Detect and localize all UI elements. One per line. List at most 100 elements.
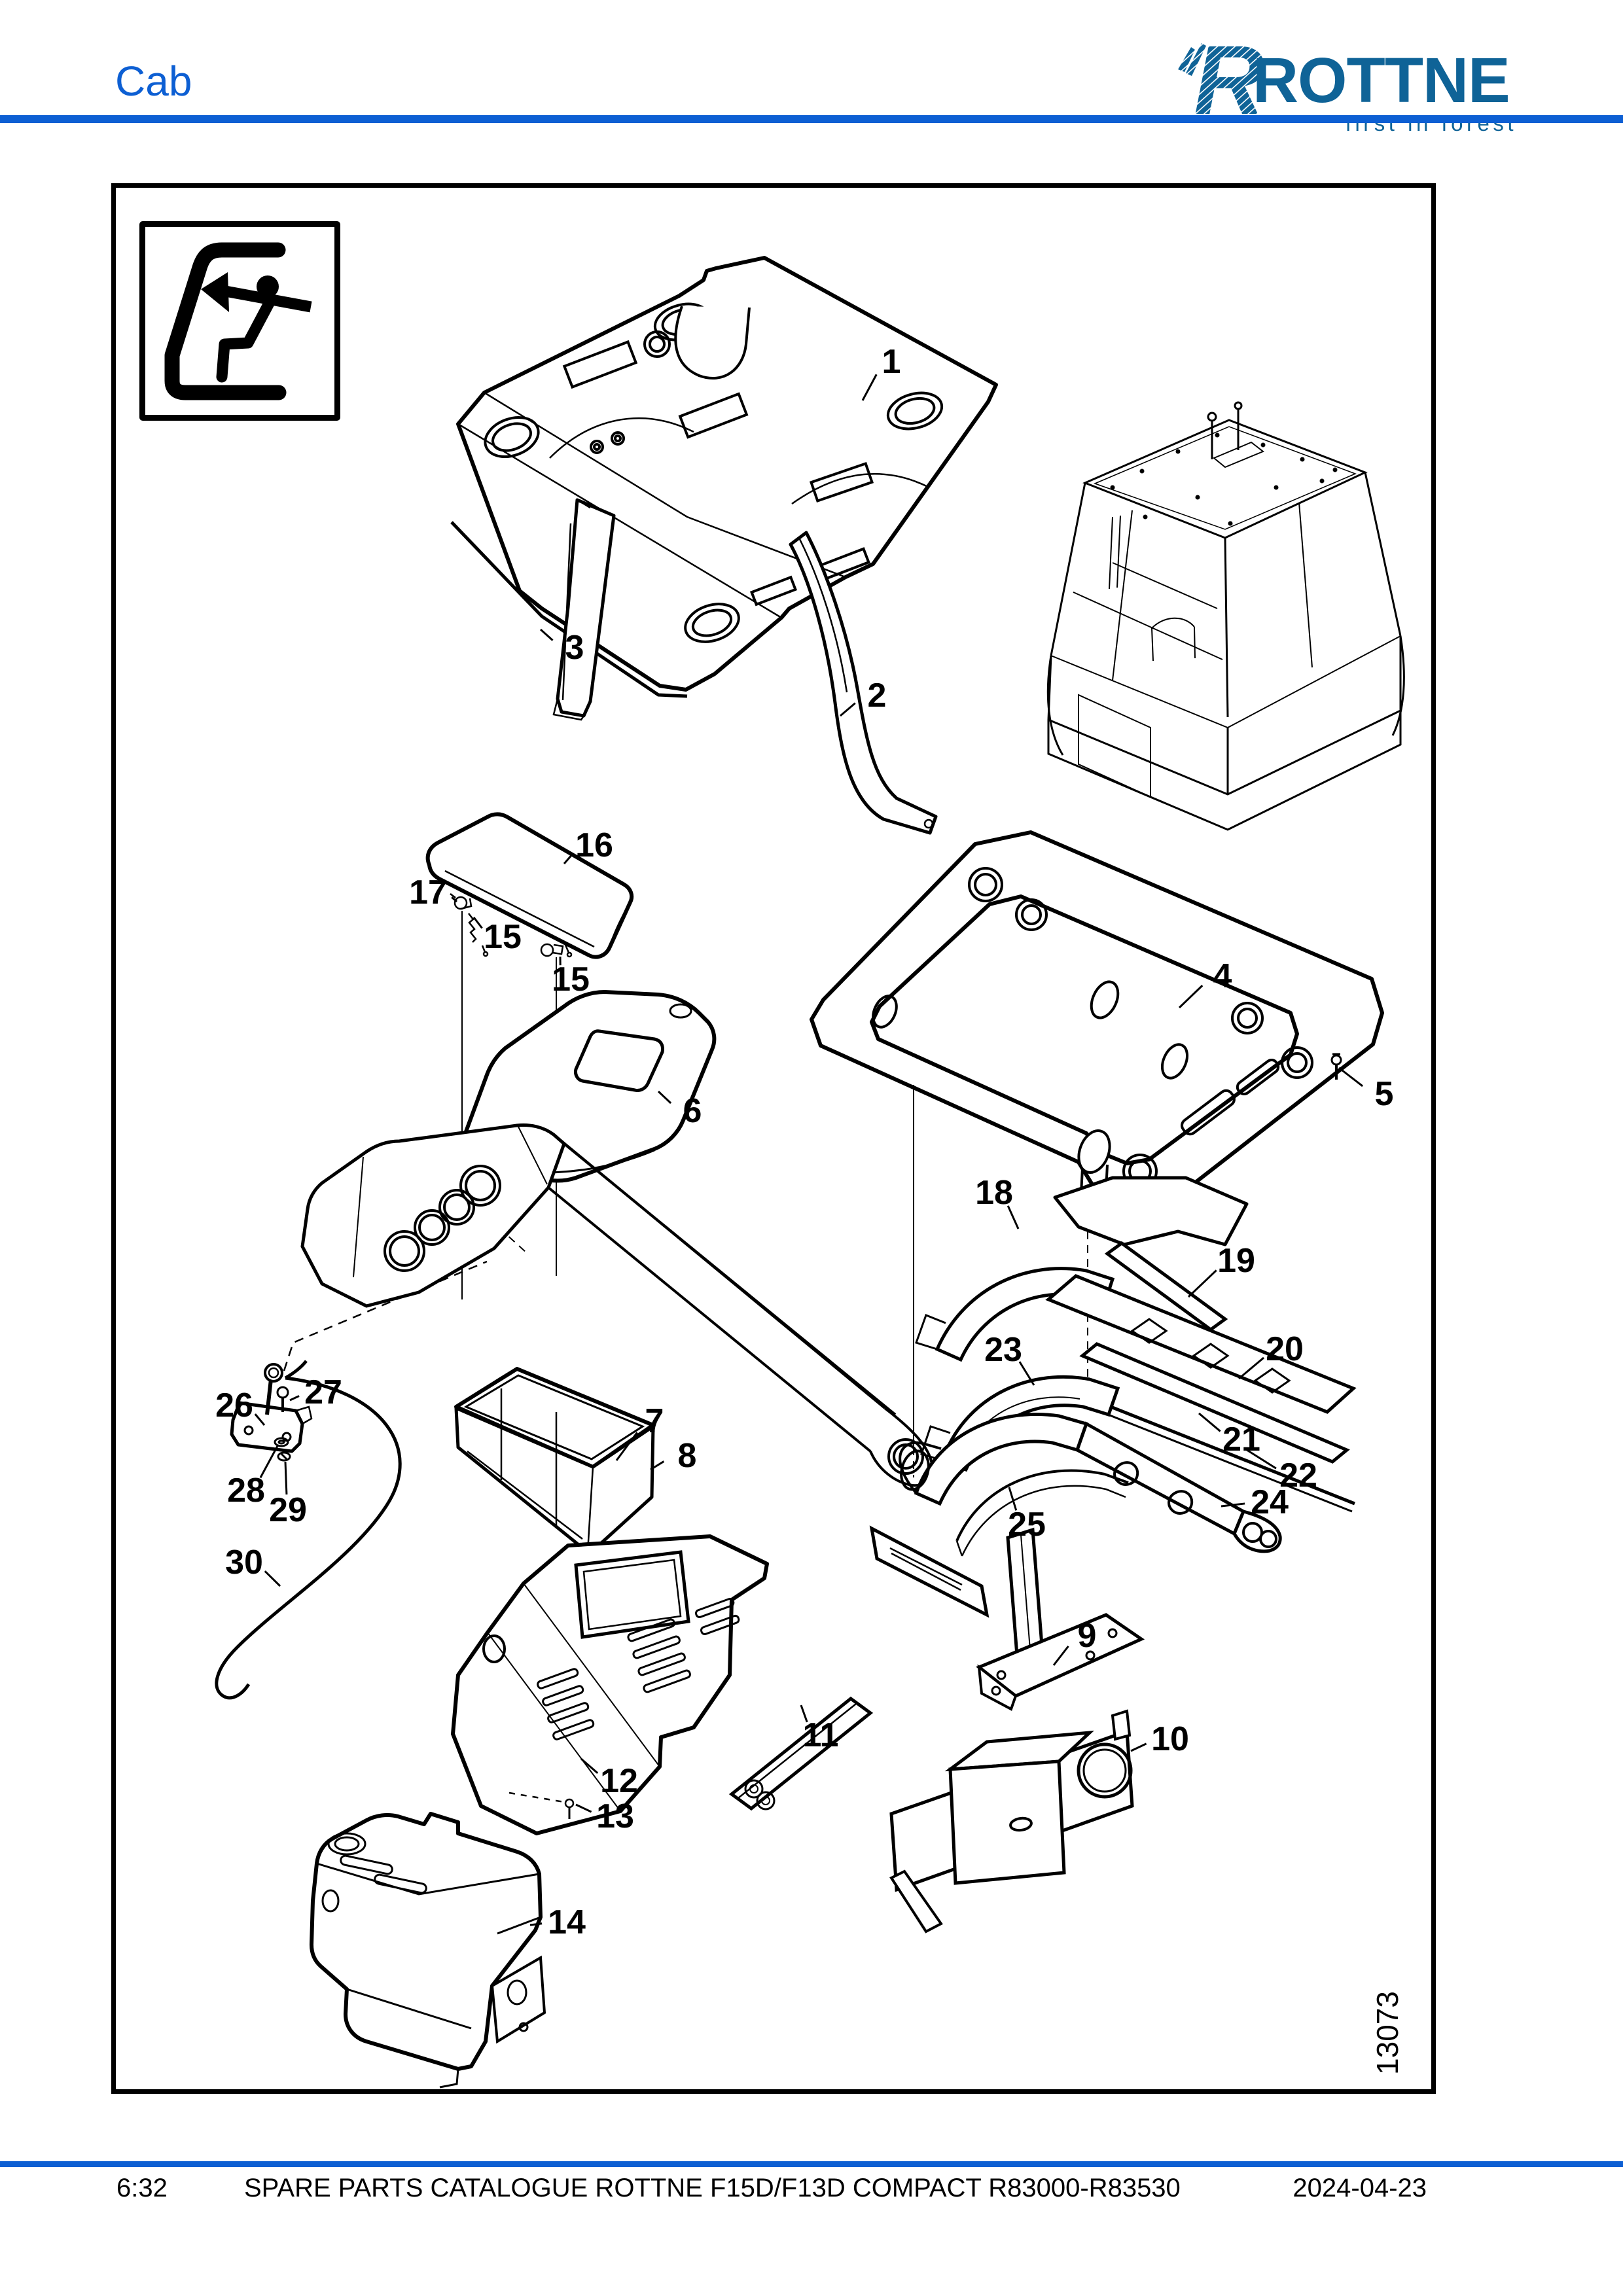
part-30-cable bbox=[215, 1360, 402, 1700]
part-15-spring-screw bbox=[468, 913, 489, 957]
callout-number: 24 bbox=[1251, 1483, 1289, 1521]
callout-leader bbox=[451, 896, 457, 903]
callout-number: 10 bbox=[1151, 1720, 1189, 1758]
part-2-pillar-trim bbox=[789, 531, 938, 835]
callout-layer: 1234567891011121314151516171819202122232… bbox=[215, 343, 1393, 1941]
callout-leader bbox=[289, 1395, 300, 1402]
callout-leader bbox=[1221, 1502, 1245, 1508]
part-28-washer bbox=[274, 1437, 289, 1447]
part-22-strip bbox=[1084, 1396, 1355, 1513]
callout-number: 25 bbox=[1008, 1506, 1046, 1544]
brand-name: ROTTNE bbox=[1253, 44, 1510, 116]
callout-number: 28 bbox=[227, 1472, 265, 1510]
callout-leader bbox=[1130, 1742, 1147, 1752]
callout-number: 17 bbox=[409, 874, 447, 911]
callout-leader bbox=[1244, 1447, 1277, 1470]
part-20-strip bbox=[1045, 1274, 1357, 1414]
cab-assembly-view bbox=[1046, 401, 1405, 831]
callout-leader bbox=[575, 1803, 592, 1813]
callout-number: 6 bbox=[683, 1092, 702, 1130]
callout-number: 3 bbox=[565, 629, 584, 667]
callout-number: 11 bbox=[803, 1716, 839, 1754]
callout-leader bbox=[259, 1445, 279, 1479]
callout-number: 30 bbox=[225, 1544, 263, 1581]
callout-leader bbox=[1018, 1361, 1035, 1386]
part-4-roof-frame bbox=[810, 830, 1384, 1207]
callout-number: 23 bbox=[984, 1331, 1022, 1369]
part-8-storage-box bbox=[454, 1367, 655, 1554]
part-11-strip bbox=[728, 1696, 874, 1811]
callout-number: 14 bbox=[548, 1903, 586, 1941]
part-15-clip bbox=[540, 943, 573, 958]
callout-number: 18 bbox=[975, 1174, 1013, 1212]
footer-date: 2024-04-23 bbox=[1293, 2174, 1427, 2202]
callout-number: 15 bbox=[552, 961, 590, 998]
diagram-frame bbox=[111, 183, 1436, 2094]
warning-pictogram-box bbox=[139, 221, 340, 421]
callout-leader bbox=[264, 1570, 281, 1587]
callout-leader bbox=[473, 917, 483, 929]
callout-leader bbox=[650, 1460, 665, 1471]
callout-leader bbox=[1238, 1356, 1265, 1380]
callout-leader bbox=[840, 702, 856, 717]
figure-number: 13073 bbox=[1370, 1991, 1404, 2075]
part-27-bolt bbox=[276, 1386, 289, 1412]
callout-leader bbox=[861, 374, 878, 401]
callout-number: 19 bbox=[1217, 1242, 1255, 1280]
callout-leader bbox=[1007, 1205, 1020, 1229]
part-10-cover-plate bbox=[889, 1709, 1134, 1934]
part-25-arch-seal bbox=[955, 1469, 1129, 1557]
callout-leader bbox=[1198, 1412, 1221, 1432]
part-29-nut bbox=[277, 1451, 291, 1462]
callout-leader bbox=[580, 1757, 599, 1774]
callout-number: 13 bbox=[596, 1797, 634, 1835]
part-12-louvered-panel bbox=[451, 1534, 769, 1835]
callout-leader bbox=[1052, 1645, 1069, 1666]
page-title: Cab bbox=[115, 58, 192, 105]
callout-number: 16 bbox=[575, 826, 613, 864]
part-19-strip bbox=[1104, 1241, 1228, 1332]
part-3-pillar-trim bbox=[552, 498, 616, 721]
callout-leader bbox=[800, 1704, 808, 1723]
part-17-clip bbox=[450, 893, 473, 910]
part-1-roof-panel bbox=[450, 256, 998, 698]
callout-leader bbox=[254, 1413, 266, 1426]
callout-leader bbox=[1187, 1269, 1217, 1298]
callout-number: 12 bbox=[600, 1762, 638, 1800]
callout-number: 27 bbox=[304, 1373, 342, 1411]
part-5-screw bbox=[1330, 1053, 1342, 1080]
part-7-headliner-frame bbox=[300, 1123, 934, 1487]
callout-leader bbox=[539, 628, 554, 641]
footer-page-code: 6:32 bbox=[116, 2174, 168, 2202]
part-13-screw bbox=[508, 1792, 575, 1819]
callout-number: 9 bbox=[1078, 1617, 1097, 1655]
callout-leader bbox=[657, 1090, 672, 1104]
part-24-arch-sill bbox=[899, 1413, 1282, 1553]
part-14-lower-cover bbox=[310, 1812, 546, 2089]
part-9-bracket bbox=[869, 1525, 1145, 1711]
operator-ejection-warning-icon bbox=[164, 242, 312, 400]
footer-rule bbox=[0, 2161, 1623, 2167]
callout-number: 22 bbox=[1279, 1457, 1317, 1494]
callout-leader bbox=[1008, 1487, 1018, 1511]
callout-number: 26 bbox=[215, 1386, 253, 1424]
footer-catalogue-title: SPARE PARTS CATALOGUE ROTTNE F15D/F13D C… bbox=[244, 2174, 1181, 2202]
callout-number: 5 bbox=[1375, 1075, 1394, 1113]
header-rule bbox=[0, 115, 1623, 123]
callout-number: 2 bbox=[868, 677, 887, 715]
callout-leader bbox=[529, 1922, 543, 1926]
callout-number: 1 bbox=[882, 343, 901, 381]
callout-number: 8 bbox=[678, 1437, 697, 1475]
callout-leader bbox=[1178, 985, 1204, 1009]
part-21-strip bbox=[1079, 1342, 1350, 1464]
callout-leader bbox=[284, 1461, 288, 1495]
callout-leader bbox=[1338, 1067, 1364, 1087]
callout-leader bbox=[563, 853, 574, 864]
callout-number: 15 bbox=[484, 918, 522, 956]
callout-number: 29 bbox=[269, 1491, 307, 1529]
callout-number: 20 bbox=[1266, 1330, 1304, 1368]
callout-number: 7 bbox=[645, 1402, 664, 1440]
callout-number: 21 bbox=[1222, 1421, 1260, 1458]
